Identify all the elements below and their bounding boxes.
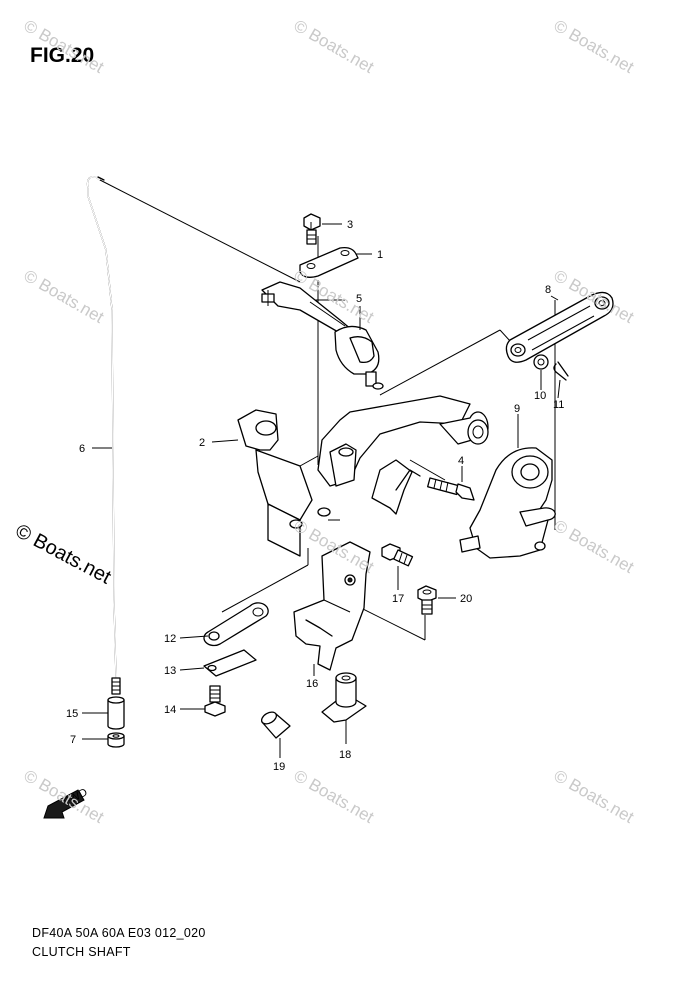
callout-14: 14 [164, 704, 176, 716]
part-6-clutch-rod [86, 176, 121, 695]
part-9-cam-plate [459, 447, 556, 559]
callout-13: 13 [164, 665, 176, 677]
callout-4: 4 [458, 455, 464, 467]
callout-7: 7 [70, 734, 76, 746]
part-16-bracket [293, 541, 371, 671]
callout-11: 11 [553, 399, 564, 411]
clutch-shaft-body [317, 395, 489, 515]
part-10-washer [533, 354, 549, 370]
callouts: 1 2 3 4 5 6 7 8 9 10 11 12 13 14 15 16 1 [66, 219, 564, 773]
callout-3: 3 [347, 219, 353, 231]
part-8-link-rod [505, 291, 614, 363]
callout-8: 8 [545, 284, 551, 296]
figure-title: FIG.20 [30, 44, 95, 67]
part-5-shift-lever [261, 281, 384, 390]
callout-9: 9 [514, 403, 520, 415]
callout-10: 10 [534, 390, 546, 402]
part-11-cotter-pin [553, 361, 569, 381]
section-name: CLUTCH SHAFT [32, 945, 131, 959]
callout-16: 16 [306, 678, 318, 690]
part-7-nut [107, 732, 125, 748]
part-15-sleeve [107, 696, 125, 730]
callout-15: 15 [66, 708, 78, 720]
callout-1: 1 [377, 249, 383, 261]
model-line: DF40A 50A 60A E03 012_020 [32, 926, 206, 940]
part-13-plate [203, 649, 257, 677]
callout-6: 6 [79, 443, 85, 455]
part-17-bolt [381, 543, 414, 567]
part-19-bushing [260, 711, 291, 739]
part-18-collar [321, 672, 367, 723]
part-20-bolt [417, 585, 437, 615]
callout-19: 19 [273, 761, 285, 773]
part-14-bolt [204, 685, 226, 717]
part-4-bolt [427, 477, 475, 501]
callout-20: 20 [460, 593, 472, 605]
part-2-bracket [237, 409, 331, 557]
callout-17: 17 [392, 593, 404, 605]
callout-5: 5 [356, 293, 362, 305]
part-3-bolt [303, 213, 321, 245]
part-12-link [203, 602, 269, 647]
callout-18: 18 [339, 749, 351, 761]
callout-2: 2 [199, 437, 205, 449]
part-1-plate [299, 246, 359, 278]
callout-12: 12 [164, 633, 176, 645]
